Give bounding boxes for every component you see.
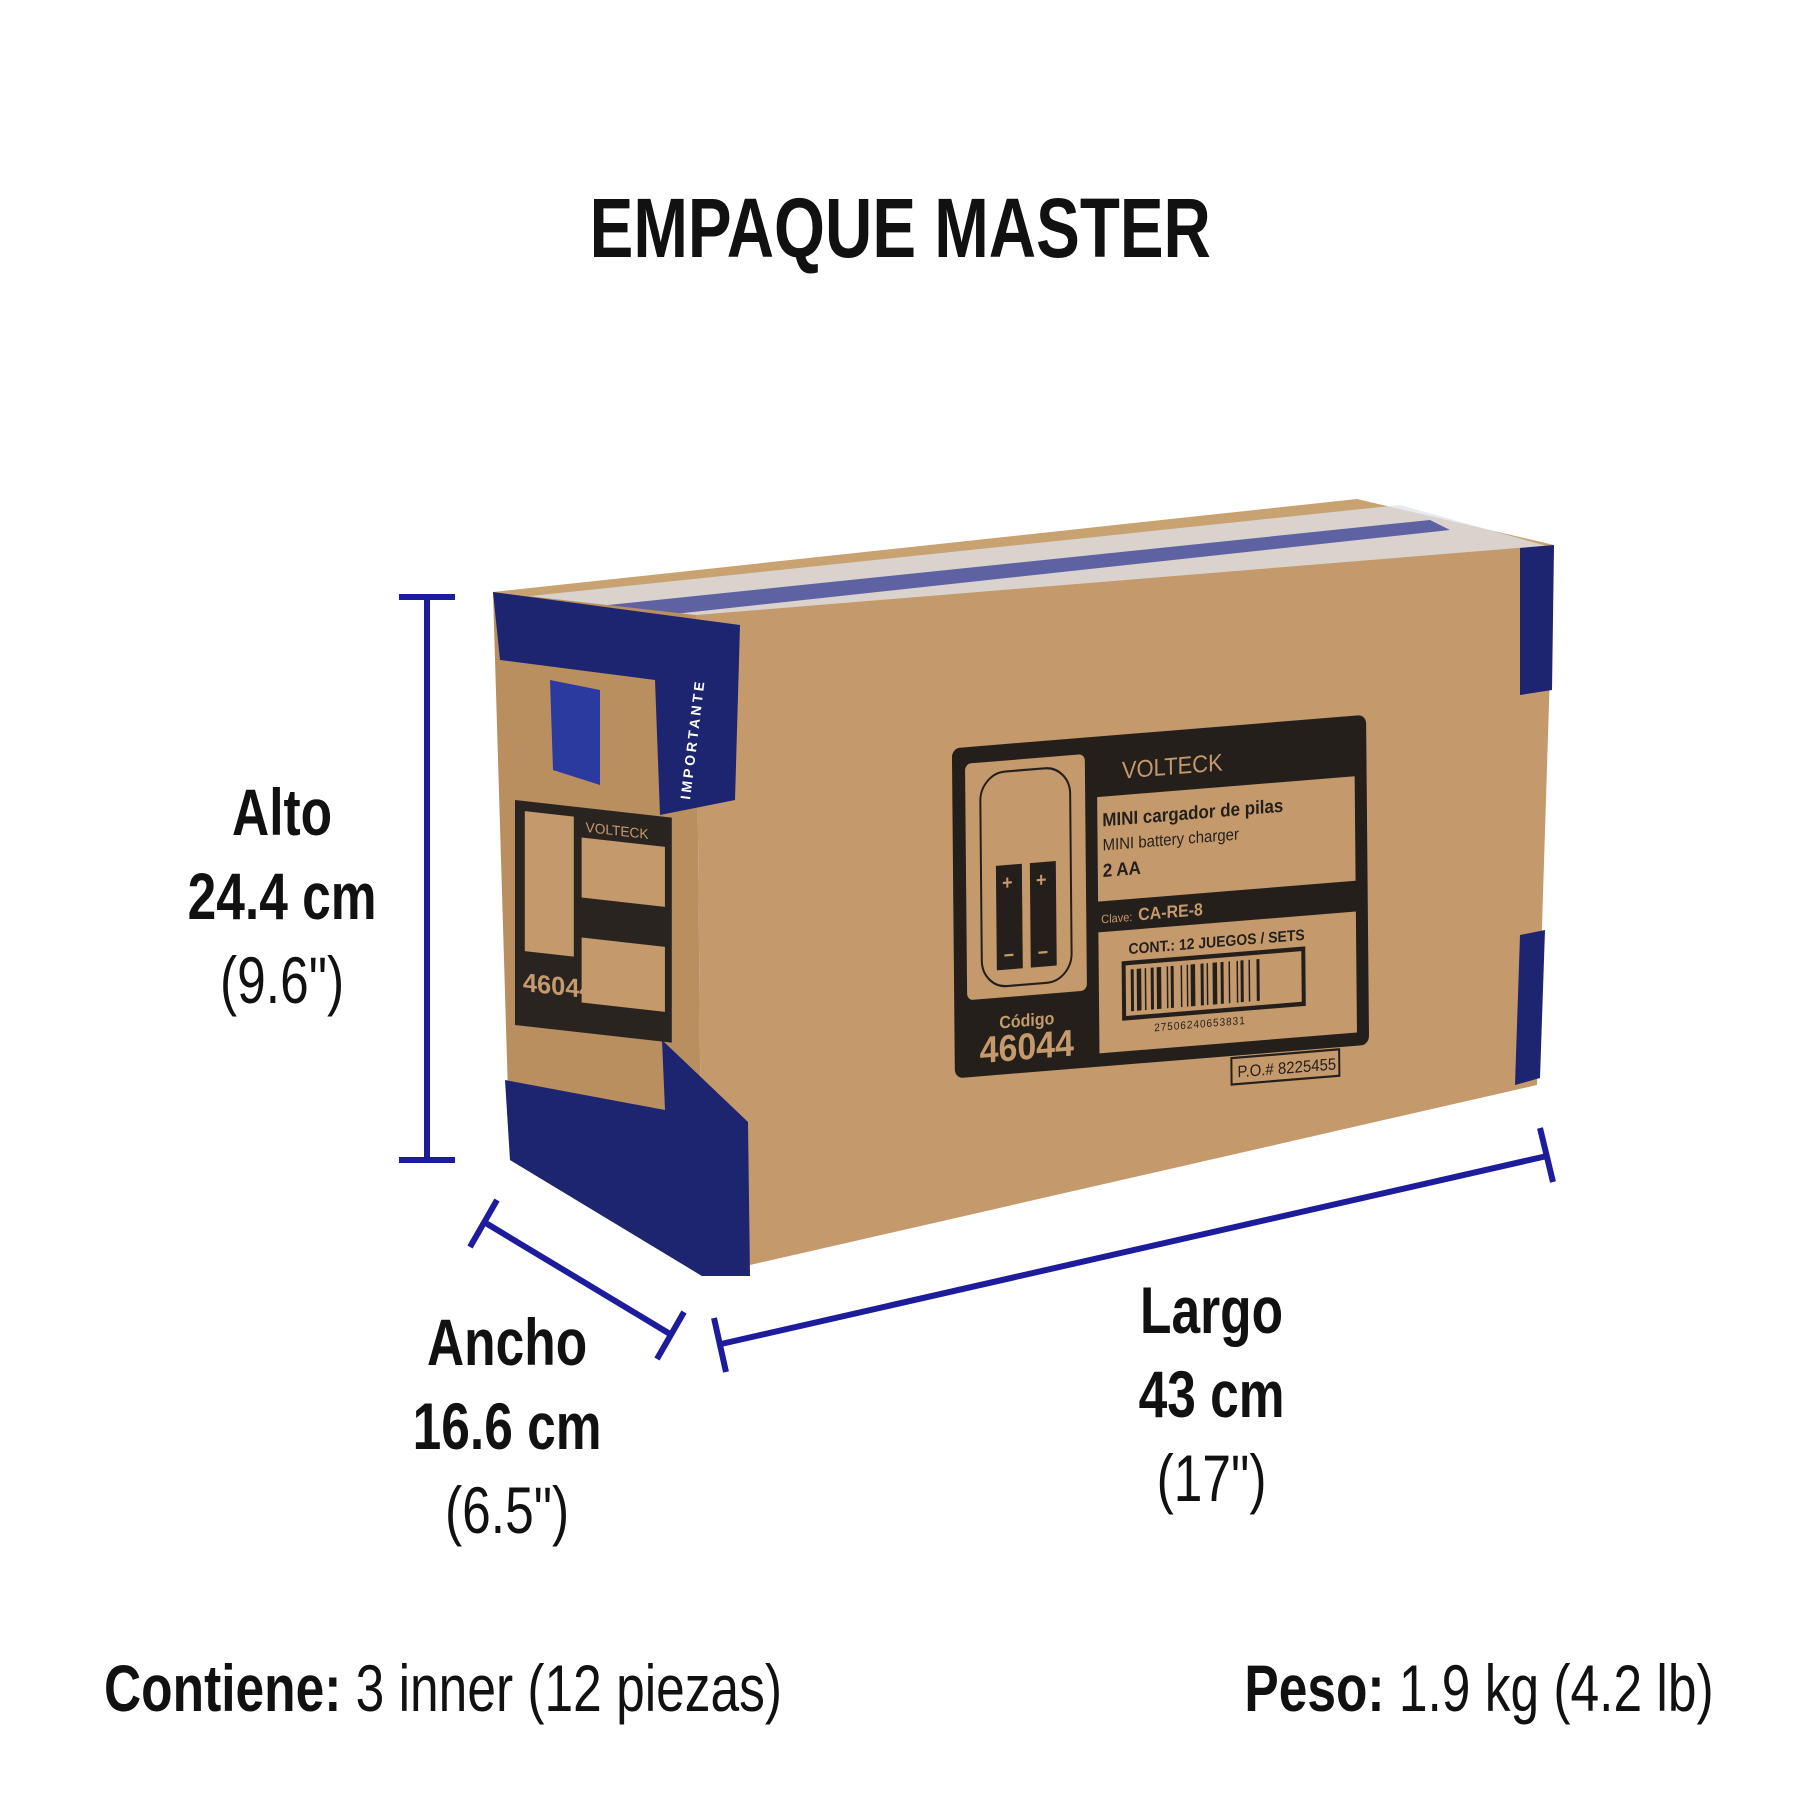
barcode-bar xyxy=(1248,959,1251,1002)
side-tape-bottom xyxy=(505,1040,750,1276)
top-tape-stripe xyxy=(560,520,1450,622)
barcode-bar xyxy=(1144,968,1147,1011)
codigo-label: Código xyxy=(999,1008,1054,1032)
side-tape-top xyxy=(493,592,740,815)
barcode-bar xyxy=(1166,966,1169,1009)
largo-label: Largo xyxy=(1140,1273,1284,1347)
barcode-bar xyxy=(1256,958,1260,1002)
clave-label: Clave: xyxy=(1101,911,1132,926)
battery-icon xyxy=(995,863,1023,971)
barcode-bar xyxy=(1212,962,1218,1005)
front-tape-right-bottom xyxy=(1515,930,1545,1085)
contiene-value: 3 inner (12 piezas) xyxy=(355,1651,783,1725)
barcode-bar xyxy=(1228,961,1231,1004)
weight-info: Peso: 1.9 kg (4.2 lb) xyxy=(1245,1650,1714,1726)
ancho-label: Ancho xyxy=(426,1305,588,1379)
barcode-bar xyxy=(1190,964,1196,1007)
barcode-bar xyxy=(1130,969,1135,1012)
ancho-dimension: Ancho 16.6 cm (6.5") xyxy=(307,1300,707,1552)
side-tape-window xyxy=(550,680,600,785)
svg-text:+: + xyxy=(1002,872,1013,895)
front-label: + + − − Código 46044 VOLTECK MINI cargad… xyxy=(951,715,1369,1086)
largo-dimension-line xyxy=(711,1127,1556,1373)
battery-icon xyxy=(1029,861,1057,968)
barcode-bar xyxy=(1206,963,1209,1006)
barcode-bar xyxy=(1240,960,1244,1003)
barcode-bars xyxy=(1130,958,1260,1012)
contiene-label: Contiene: xyxy=(104,1651,342,1725)
alto-label: Alto xyxy=(231,775,333,849)
alto-metric: 24.4 cm xyxy=(187,859,377,933)
product-spec: 2 AA xyxy=(1103,857,1141,881)
alto-imperial: (9.6") xyxy=(219,943,345,1017)
svg-text:+: + xyxy=(1036,869,1047,892)
peso-value: 1.9 kg (4.2 lb) xyxy=(1399,1651,1714,1725)
side-label-brand: VOLTECK xyxy=(586,819,650,842)
barcode-bar xyxy=(1186,964,1189,1007)
side-label: VOLTECK 46044 xyxy=(515,800,672,1043)
front-tape-right-top xyxy=(1520,545,1554,695)
ancho-metric: 16.6 cm xyxy=(412,1389,602,1463)
barcode-bar xyxy=(1180,965,1183,1008)
contents-info: Contiene: 3 inner (12 piezas) xyxy=(104,1650,782,1726)
peso-label: Peso: xyxy=(1244,1651,1385,1725)
ancho-imperial: (6.5") xyxy=(444,1473,570,1547)
ancho-dimension-line xyxy=(467,1198,687,1361)
svg-text:−: − xyxy=(1004,945,1015,968)
alto-dimension: Alto 24.4 cm (9.6") xyxy=(82,770,482,1022)
largo-imperial: (17") xyxy=(1157,1441,1267,1515)
largo-dimension: Largo 43 cm (17") xyxy=(1012,1268,1412,1520)
barcode-bar xyxy=(1220,961,1224,1004)
alto-dimension-line xyxy=(399,594,455,1163)
codigo-number: 46044 xyxy=(979,1022,1074,1071)
barcode-bar xyxy=(1200,963,1204,1006)
barcode-bar xyxy=(1236,960,1239,1003)
barcode-bar xyxy=(1170,965,1174,1008)
barcode xyxy=(1121,946,1306,1021)
svg-text:−: − xyxy=(1038,942,1049,965)
barcode-bar xyxy=(1156,966,1162,1010)
barcode-bar xyxy=(1150,967,1155,1010)
largo-metric: 43 cm xyxy=(1139,1357,1285,1431)
charger-drawing xyxy=(979,767,1073,988)
barcode-bar xyxy=(1136,968,1142,1011)
page-title: EMPAQUE MASTER xyxy=(589,181,1211,275)
